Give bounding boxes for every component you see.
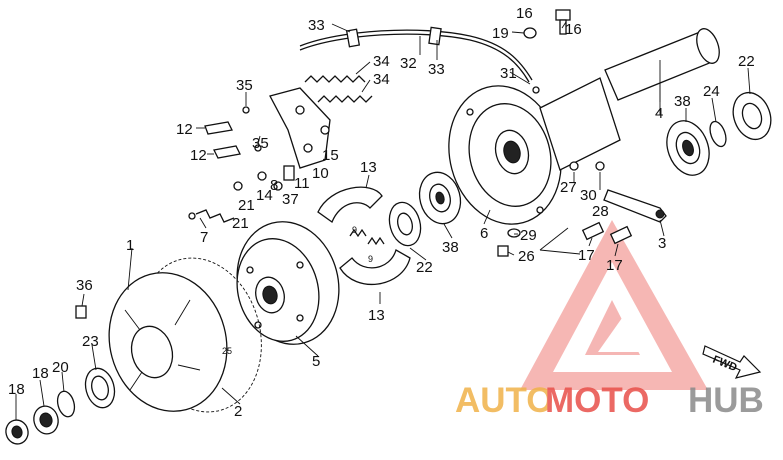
label-6: 6	[480, 225, 488, 242]
label-36: 36	[76, 277, 93, 294]
bearing-38-upper	[666, 120, 710, 176]
watermark-text: AUTO MOTO HUB	[455, 381, 764, 420]
seal-24	[709, 120, 727, 148]
label-25: 25	[222, 346, 232, 356]
oil-seal-22-lower	[388, 201, 422, 247]
label-22: 22	[738, 53, 755, 70]
fwd-label: FWD	[711, 354, 739, 375]
springs-34	[304, 75, 373, 103]
label-10: 10	[312, 165, 329, 182]
label-1: 1	[126, 237, 134, 254]
label-20: 20	[52, 359, 69, 376]
label-7: 7	[200, 229, 208, 246]
label-18: 18	[8, 381, 25, 398]
brake-shoes-13	[317, 186, 411, 286]
label-11: 11	[294, 175, 310, 192]
cable-clamp	[428, 26, 442, 46]
bolt-36	[75, 305, 87, 319]
washer-30	[595, 161, 605, 171]
label-35: 35	[252, 135, 269, 152]
label-4: 4	[655, 105, 663, 122]
label-3: 3	[658, 235, 666, 252]
label-12: 12	[176, 121, 193, 138]
axle-tube-4	[604, 28, 720, 102]
bolt-26	[497, 245, 509, 257]
label-30: 30	[580, 187, 597, 204]
forward-direction-tag: FWD	[702, 345, 762, 379]
label-35: 35	[236, 77, 253, 94]
label-24: 24	[703, 83, 720, 100]
brake-drum-5	[236, 221, 340, 345]
nut-18a	[33, 405, 59, 435]
leader-lines	[15, 21, 751, 420]
seal-23	[84, 367, 116, 409]
label-13: 13	[368, 307, 385, 324]
label-31: 31	[500, 65, 517, 82]
label-22: 22	[416, 259, 433, 276]
label-2: 2	[234, 403, 242, 420]
part-labels: 33 32 33 16 16 19 34 34 31 22 4 38 24 35…	[8, 5, 755, 420]
label-32: 32	[400, 55, 417, 72]
label-9: 9	[352, 225, 357, 235]
label-34: 34	[373, 71, 390, 88]
label-15: 15	[322, 147, 339, 164]
label-38: 38	[442, 239, 459, 256]
oil-seal-22-upper	[732, 91, 772, 141]
label-34: 34	[373, 53, 390, 70]
washer-29	[507, 228, 521, 238]
watermark-word-auto: AUTO	[455, 381, 554, 420]
label-8: 8	[270, 177, 278, 194]
label-17: 17	[606, 257, 623, 274]
nut-27	[569, 161, 579, 171]
label-12: 12	[190, 147, 207, 164]
label-16: 16	[516, 5, 533, 22]
small-fittings	[233, 106, 330, 191]
label-37: 37	[282, 191, 299, 208]
label-13: 13	[360, 159, 377, 176]
brake-cable	[299, 26, 540, 94]
cable-clamp	[345, 28, 361, 48]
label-33: 33	[428, 61, 445, 78]
washer-19	[523, 27, 537, 39]
brake-arm-3	[603, 189, 667, 223]
adjuster-7	[188, 209, 235, 223]
bearing-38-lower	[418, 171, 462, 225]
label-18: 18	[32, 365, 49, 382]
label-21: 21	[238, 197, 255, 214]
cover-1	[108, 272, 228, 412]
label-26: 26	[518, 248, 535, 265]
label-29: 29	[520, 227, 537, 244]
label-33: 33	[308, 17, 325, 34]
watermark-word-hub: HUB	[688, 381, 764, 420]
label-21: 21	[232, 215, 249, 232]
pins-12	[204, 121, 241, 159]
bolt-17	[581, 221, 633, 245]
label-23: 23	[82, 333, 99, 350]
cable-end	[532, 86, 540, 94]
label-19: 19	[492, 25, 509, 42]
nut-18b	[5, 419, 29, 445]
label-16: 16	[565, 21, 582, 38]
label-14: 14	[256, 187, 273, 204]
watermark-word-moto: MOTO	[545, 381, 649, 420]
brake-cam-lever	[269, 87, 331, 169]
label-9: 9	[368, 254, 373, 264]
label-5: 5	[312, 353, 320, 370]
brake-panel-6	[448, 77, 621, 225]
label-38: 38	[674, 93, 691, 110]
label-28: 28	[592, 203, 609, 220]
watermark-logo	[520, 220, 708, 390]
label-17: 17	[578, 247, 595, 264]
label-27: 27	[560, 179, 577, 196]
ring-20	[56, 390, 76, 418]
